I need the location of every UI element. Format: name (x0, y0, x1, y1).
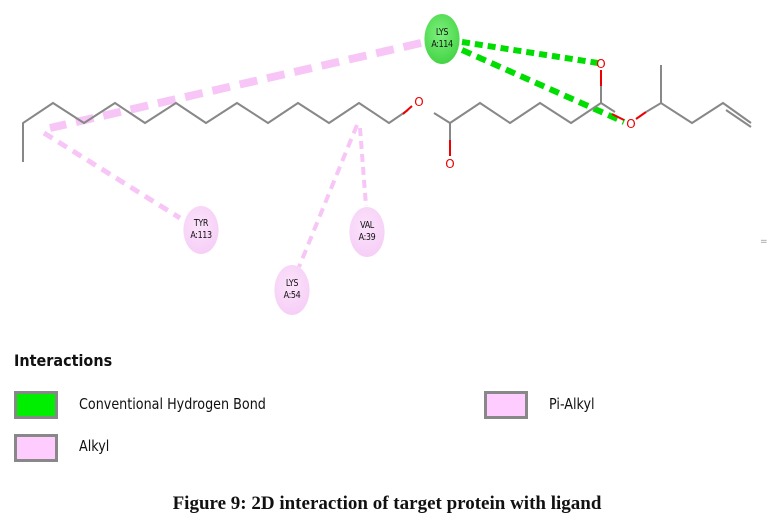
legend-swatch-hbond (14, 391, 58, 419)
residue-id: A:113 (190, 230, 212, 241)
alkenyl-chain (645, 101, 752, 125)
hbond-line-2 (460, 47, 626, 125)
oxygen-atom: O (445, 157, 454, 171)
acyl-chain (433, 101, 616, 125)
ligand-structure: O O O O (22, 39, 752, 268)
residue-tyr-113[interactable]: TYR A:113 (183, 206, 219, 254)
residue-val-39[interactable]: VAL A:39 (349, 207, 385, 257)
figure-caption: Figure 9: 2D interaction of target prote… (172, 493, 602, 514)
alkyl-line-lys114 (49, 39, 422, 132)
ester-bond-2 (611, 113, 625, 121)
alkyl-interaction-lines (42, 39, 422, 268)
legend-title: Interactions (14, 351, 113, 370)
legend-swatch-alkyl (14, 434, 58, 462)
oxygen-atom: O (626, 117, 635, 131)
alkyl-line-tyr113 (42, 130, 182, 221)
residue-id: A:39 (358, 232, 376, 243)
ester-bond-3 (635, 111, 647, 120)
residue-name: VAL (360, 220, 374, 231)
residue-lys-54[interactable]: LYS A:54 (274, 265, 310, 315)
ester-bonds-1 (402, 105, 413, 115)
hbond-lines (460, 39, 626, 125)
legend-label-pi-alkyl: Pi-Alkyl (549, 395, 595, 413)
residue-name: LYS (285, 278, 299, 289)
alkyl-line-val39 (358, 127, 368, 207)
bond-marker: = (760, 237, 768, 247)
legend-label-alkyl: Alkyl (79, 437, 110, 455)
oxygen-atom: O (596, 57, 605, 71)
legend-label-hbond: Conventional Hydrogen Bond (79, 395, 266, 413)
oxygen-atom: O (414, 95, 423, 109)
double-bond (725, 109, 752, 128)
legend-swatch-pi-alkyl (484, 391, 528, 419)
residue-name: LYS (435, 27, 449, 38)
residue-id: A:54 (283, 290, 301, 301)
residue-id: A:114 (431, 39, 453, 50)
residue-lys-114[interactable]: LYS A:114 (424, 14, 460, 64)
residue-name: TYR (193, 218, 209, 229)
alkyl-chain (22, 101, 409, 162)
alkyl-line-lys54 (297, 124, 359, 268)
hbond-line-1 (461, 39, 599, 66)
